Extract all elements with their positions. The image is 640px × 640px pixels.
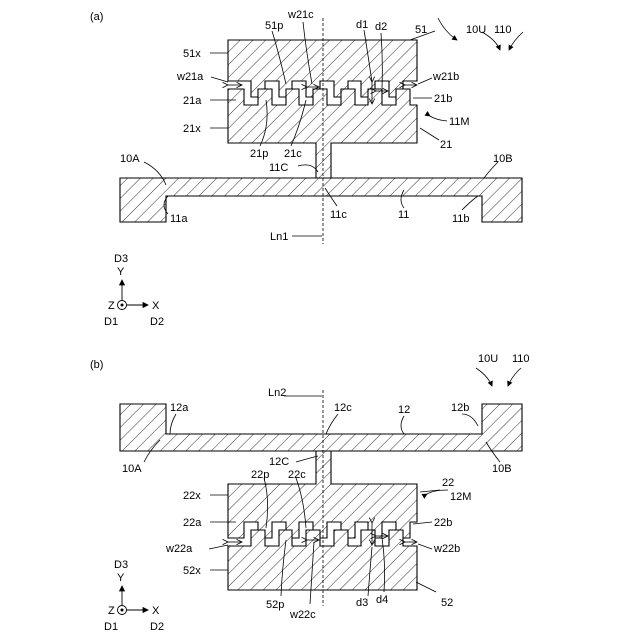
label-ln1: Ln1 [270,231,288,243]
label-d1: d1 [356,19,368,31]
label-52: 52 [441,597,453,609]
axis-label-x-b: X [152,605,160,617]
pointer-11m [430,116,447,121]
leader-12c [326,414,338,434]
label-11a: 11a [170,213,188,225]
label-11b: 11b [452,213,470,225]
label-21a: 21a [183,95,202,107]
label-12a: 12a [170,402,189,414]
label-52x: 52x [183,565,201,577]
label-22x: 22x [183,490,201,502]
label-51x: 51x [183,48,201,60]
label-10a-b: 10A [122,463,142,475]
panel-b: (b) [90,353,530,633]
leader-12b [462,414,478,426]
label-51p: 51p [265,20,283,32]
label-11c-lower: 11c [330,209,347,221]
leader-11c-upper [298,165,318,172]
panel-b-label: (b) [90,359,103,371]
label-w21a: w21a [176,71,204,83]
leader-21 [420,128,439,140]
label-w22c: w22c [289,609,316,621]
label-21: 21 [440,139,452,151]
bottom-electrode-52 [228,530,417,590]
leader-12c-upper [296,456,318,462]
axis-label-y: Y [117,266,125,278]
label-21x: 21x [183,123,201,135]
axis-label-x: X [152,300,160,312]
z-axis-dot [121,304,124,307]
label-ln2: Ln2 [268,387,286,399]
label-22p: 22p [251,469,269,481]
label-11c-upper: 11C [269,162,288,174]
label-11m: 11M [449,116,470,128]
leader-w21a [211,77,228,82]
pointer-110-b [508,368,521,386]
axis-label-z: Z [108,300,115,312]
label-w21c: w21c [287,9,314,21]
label-12c: 12c [334,402,352,414]
axis-label-d2: D2 [150,316,164,328]
label-22a: 22a [183,517,202,529]
axis-label-z-b: Z [108,605,115,617]
axis-label-d3: D3 [114,253,128,265]
label-21b: 21b [434,93,452,105]
axis-label-d3-b: D3 [114,559,128,571]
label-12m: 12M [450,491,471,503]
label-110: 110 [494,24,512,36]
label-12b: 12b [451,402,469,414]
label-w22a: w22a [165,543,193,555]
axis-label-y-b: Y [117,572,125,584]
label-22b: 22b [434,517,452,529]
label-w21b: w21b [432,71,459,83]
label-21c: 21c [284,148,302,160]
label-d3: d3 [356,597,368,609]
axis-triad-b: D3 Y Z X D1 D2 [104,559,164,633]
label-10b: 10B [493,153,513,165]
axis-triad-a: D3 Y Z X D1 D2 [104,253,164,328]
leader-w22b [418,544,432,549]
axis-label-d2-b: D2 [150,621,164,633]
leader-12 [401,416,404,434]
label-w22b: w22b [433,543,460,555]
axis-label-d1-b: D1 [104,621,118,633]
label-52p: 52p [266,599,284,611]
label-22c: 22c [288,469,306,481]
label-12: 12 [398,404,410,416]
leader-w21b [418,78,432,84]
leader-w22a [209,545,228,549]
pointer-51 [438,18,457,40]
label-d4: d4 [376,594,388,606]
leader-12a [170,414,176,434]
movable-comb-22 [228,451,417,538]
axis-label-d1: D1 [104,316,118,328]
label-51: 51 [415,24,427,36]
pointer-10u-b [476,368,492,386]
label-11: 11 [398,209,409,221]
panel-a-label: (a) [90,11,103,23]
label-d2: d2 [375,21,387,33]
leader-52 [416,582,436,592]
z-axis-dot-b [121,609,124,612]
panel-a: (a) [90,9,523,328]
label-22: 22 [442,477,454,489]
label-10b-b: 10B [492,463,512,475]
movable-comb-21 [228,89,417,178]
leader-11b [462,196,478,210]
label-110-b: 110 [512,353,530,365]
label-10u: 10U [466,24,486,36]
label-12c-upper: 12C [269,456,289,468]
label-21p: 21p [250,148,268,160]
label-10a: 10A [120,153,140,165]
label-10u-b: 10U [478,353,498,365]
